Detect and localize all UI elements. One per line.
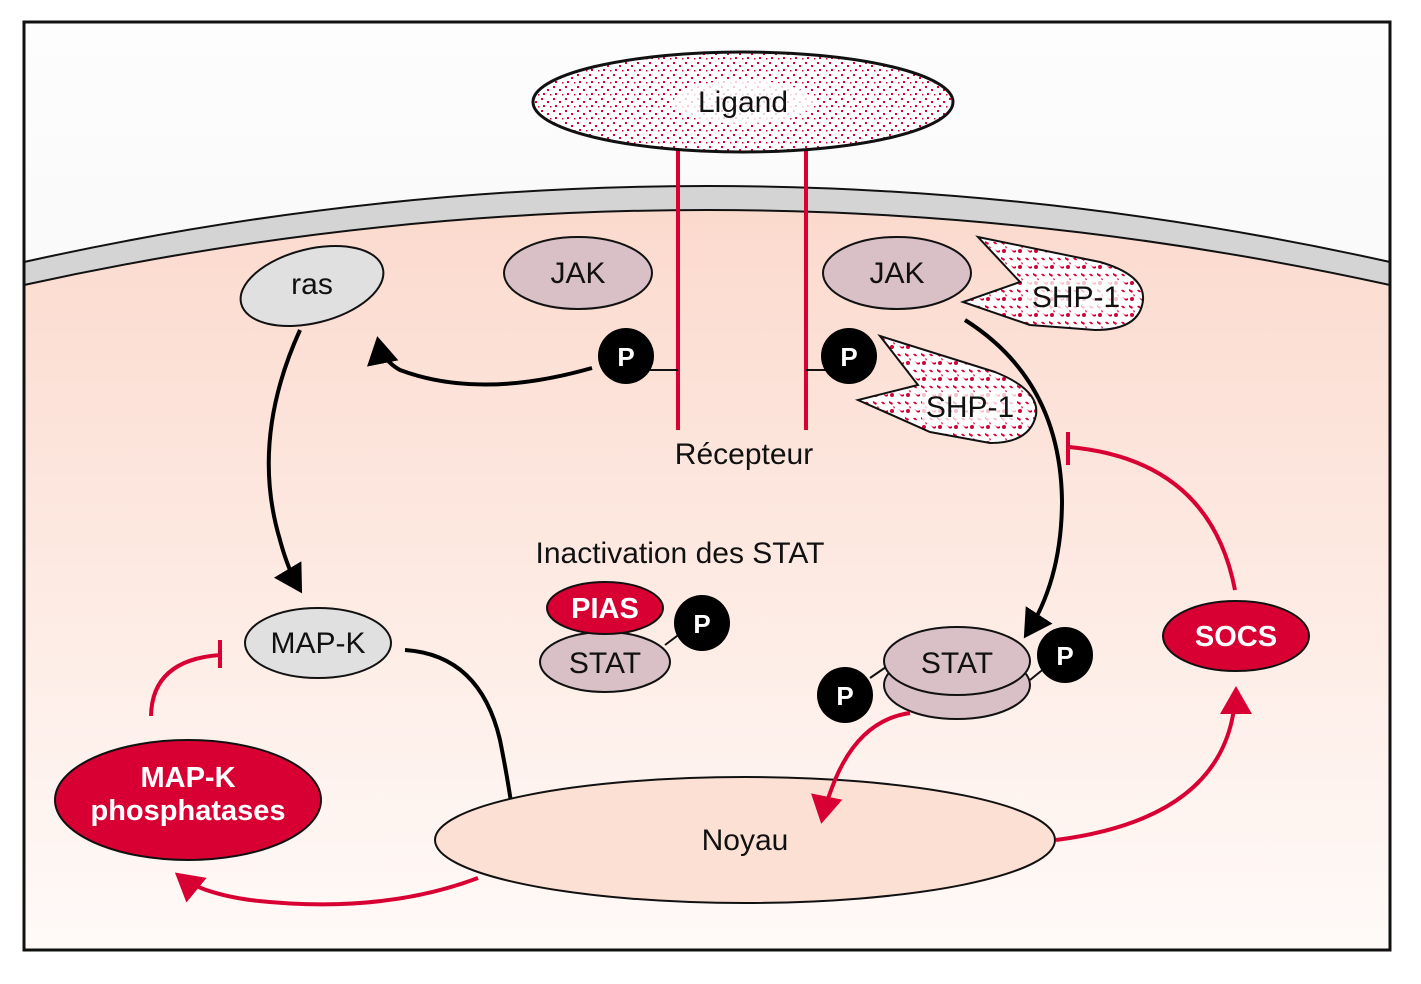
phospho-stat-right: P [1037,627,1093,683]
cytoplasm [24,186,1390,950]
inhibition-socs [1068,445,1237,591]
arrow-receptor-to-ras [367,336,593,387]
inhibition-phosphatases [149,653,221,717]
stat-inactive-node: STAT [539,631,671,693]
phospho-stat-inactive: P [674,595,730,651]
stat-active-dimer: STAT [883,626,1031,720]
figure-frame [22,20,1392,952]
shp1-top-node: SHP-1 [959,235,1145,332]
svg-text:P: P [840,342,857,372]
mapk-node: MAP-K [244,607,392,679]
arrow-ras-to-mapk [266,329,303,594]
svg-text:P: P [617,342,634,372]
mapk-phosphatases-label-2: phosphatases [91,795,286,827]
socs-node: SOCS [1162,600,1310,672]
ligand: Ligand [531,50,955,154]
jak-left-node: JAK [503,236,653,310]
ras-node: ras [239,244,385,328]
jak-left-label: JAK [550,257,605,290]
phospho-stat-left: P [817,667,873,723]
arrow-stat-to-noyau [811,711,911,824]
jak-right-label: JAK [869,257,924,290]
cell-membrane [24,186,1390,285]
noyau-node: Noyau [434,776,1056,904]
stat-inactive-label: STAT [569,647,641,680]
phospho-receptor-left: P [598,328,654,384]
mapk-phosphatases-label-1: MAP-K [140,762,235,794]
arrow-noyau-to-socs [1055,686,1252,842]
socs-label: SOCS [1195,621,1277,653]
shp1-bottom-node: SHP-1 [854,334,1038,445]
pias-label: PIAS [571,593,639,625]
mapk-phosphatases-node: MAP-K phosphatases [54,739,322,861]
stat-active-label: STAT [921,647,993,680]
phospho-receptor-right: P [821,328,877,384]
shp1-top-label: SHP-1 [1032,281,1120,314]
ras-label: ras [291,268,333,301]
ligand-label: Ligand [698,86,788,119]
inactivation-title: Inactivation des STAT [535,537,824,570]
jak-right-node: JAK [822,236,972,310]
arrow-noyau-to-phosphatases [174,872,479,907]
svg-text:P: P [836,681,853,711]
svg-text:P: P [1056,641,1073,671]
svg-text:P: P [693,609,710,639]
noyau-label: Noyau [702,824,789,857]
arrow-jak-to-stat [963,318,1065,639]
mapk-label: MAP-K [270,627,365,660]
receptor-label: Récepteur [675,438,813,471]
shp1-bottom-label: SHP-1 [926,391,1014,424]
pias-node: PIAS [546,581,664,635]
